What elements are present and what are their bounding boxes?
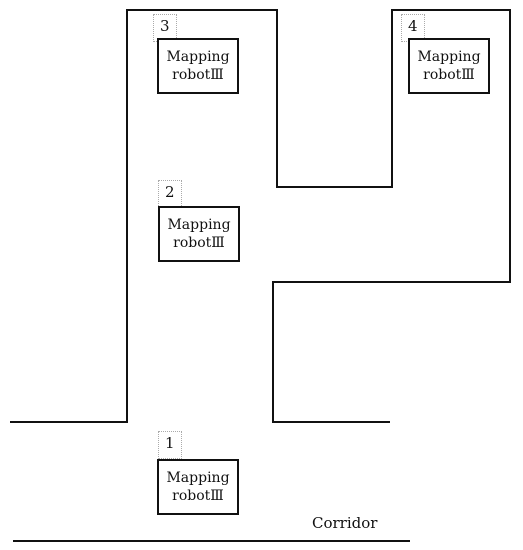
position-number: 3 (160, 17, 170, 35)
robot-label-line1: Mapping (167, 217, 231, 233)
robot-label-line2: robotⅢ (172, 67, 224, 83)
position-number: 4 (408, 17, 418, 35)
mapping-robot-box-4: Mapping robotⅢ (408, 38, 490, 94)
mapping-robot-box-3: Mapping robotⅢ (157, 38, 239, 94)
left-wing-wall (10, 9, 511, 423)
robot-label-line1: Mapping (166, 49, 230, 65)
mapping-robot-box-2: Mapping robotⅢ (158, 206, 240, 262)
position-number: 1 (165, 434, 175, 452)
position-number: 2 (165, 183, 175, 201)
corridor-label: Corridor (312, 514, 378, 532)
position-marker-1: 1 (158, 431, 182, 459)
position-marker-2: 2 (158, 180, 182, 208)
robot-label-line1: Mapping (166, 470, 230, 486)
robot-label-line2: robotⅢ (423, 67, 475, 83)
robot-label-line2: robotⅢ (172, 488, 224, 504)
robot-label-line2: robotⅢ (173, 235, 225, 251)
robot-label-line1: Mapping (417, 49, 481, 65)
mapping-robot-box-1: Mapping robotⅢ (157, 459, 239, 515)
